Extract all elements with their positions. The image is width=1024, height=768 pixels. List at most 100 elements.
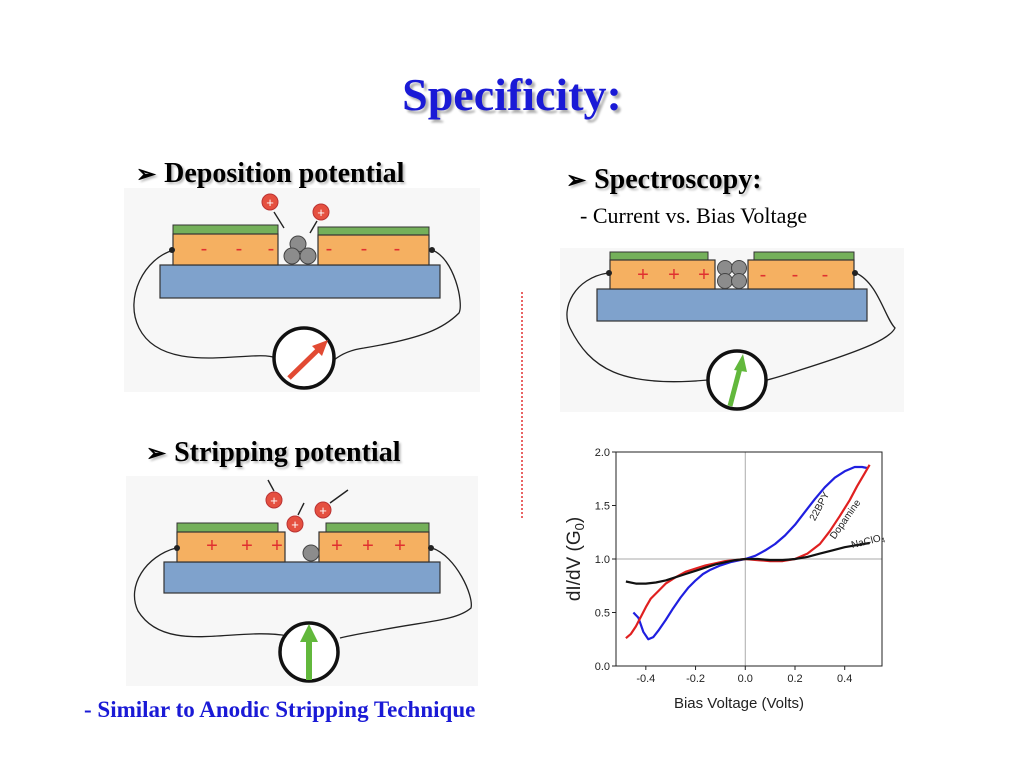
y-tick-label: 0.5 [595, 608, 610, 620]
arrow-bullet-icon: ➢ [146, 441, 167, 467]
ion-charge: + [270, 493, 278, 508]
charge-label: + [637, 264, 649, 286]
gauge-needle-head [734, 354, 747, 372]
gauge-needle [287, 344, 324, 380]
x-tick-label: -0.4 [636, 673, 655, 685]
left-electrode-top [176, 522, 279, 533]
charge-label: - [394, 238, 401, 260]
circuit-wire [766, 272, 896, 381]
metal-atom [283, 247, 301, 265]
terminal-dot [852, 270, 858, 276]
charge-label: + [241, 535, 253, 557]
x-axis-label: Bias Voltage (Volts) [674, 695, 804, 712]
charge-label: - [268, 238, 275, 260]
footer-note: - Similar to Anodic Stripping Technique [84, 697, 476, 722]
deposition-diagram: - - - - - - + + [124, 188, 480, 392]
gauge-needle-head [300, 624, 318, 642]
metal-atom [299, 247, 317, 265]
ion-motion-arrow [309, 220, 318, 234]
spectroscopy-subtitle: - Current vs. Bias Voltage [580, 203, 808, 228]
metal-atom [302, 544, 320, 562]
ion-charge: + [291, 517, 299, 532]
y-tick-label: 1.5 [595, 501, 610, 513]
slide-title: Specificity: [402, 69, 622, 120]
right-electrode-top [325, 522, 430, 533]
substrate [163, 561, 441, 594]
deposition-heading: ➢ Deposition potential [136, 160, 404, 188]
ion-motion-arrow [273, 211, 285, 229]
series-label: Dopamine [828, 497, 863, 541]
ion [312, 203, 330, 221]
charge-label: + [668, 264, 680, 286]
stripping-heading: ➢ Stripping potential [146, 439, 401, 467]
metal-atom [717, 273, 733, 289]
stripping-heading-text: Stripping potential [174, 437, 401, 468]
series-line-2 [625, 541, 870, 585]
charge-label: - [822, 264, 829, 286]
right-electrode [318, 531, 430, 563]
terminal-dot [174, 545, 180, 551]
metal-atom [731, 273, 747, 289]
arrow-bullet-icon: ➢ [136, 162, 157, 188]
deposition-heading-text: Deposition potential [164, 158, 405, 189]
terminal-dot [429, 247, 435, 253]
charge-label: + [394, 535, 406, 557]
terminal-dot [169, 247, 175, 253]
left-electrode-top [609, 251, 709, 261]
charge-label: + [271, 535, 283, 557]
y-tick-label: 2.0 [595, 447, 610, 459]
gauge-needle [727, 367, 743, 407]
x-tick-label: 0.4 [837, 673, 852, 685]
series-label: NaClO4 [850, 532, 886, 552]
ion-charge: + [317, 205, 325, 220]
substrate [596, 288, 868, 322]
spectroscopy-heading-text: Spectroscopy: [594, 164, 762, 195]
spectroscopy-diagram: + + + - - - [560, 248, 904, 412]
terminal-dot [428, 545, 434, 551]
left-electrode-top [172, 224, 279, 235]
substrate [159, 264, 441, 299]
circuit-wire [133, 547, 289, 638]
x-tick-label: 0.0 [738, 673, 753, 685]
arrow-bullet-icon: ➢ [566, 168, 587, 194]
right-electrode [317, 234, 430, 266]
ion [261, 193, 279, 211]
series-line-0 [632, 465, 868, 641]
stripping-diagram: + + + + + + + + + [126, 476, 478, 686]
left-electrode [609, 259, 716, 290]
ion-charge: + [266, 195, 274, 210]
ion [314, 501, 332, 519]
spectroscopy-heading: ➢ Spectroscopy: [566, 166, 762, 194]
left-electrode [172, 233, 279, 266]
circuit-wire [566, 272, 709, 383]
charge-label: - [361, 238, 368, 260]
ion-motion-arrow [297, 502, 305, 516]
series-line-1 [625, 464, 871, 640]
ion [265, 491, 283, 509]
ion-charge: + [319, 503, 327, 518]
y-tick-label: 1.0 [595, 554, 610, 566]
right-electrode-top [317, 226, 430, 236]
right-electrode-top [753, 251, 855, 261]
terminal-dot [606, 270, 612, 276]
ion-motion-arrow [329, 489, 349, 504]
right-electrode [747, 259, 855, 290]
circuit-wire [339, 547, 472, 639]
gauge-needle-head [312, 340, 328, 356]
series-label: 22BPY [808, 490, 832, 523]
charge-label: - [760, 264, 767, 286]
charge-label: - [792, 264, 799, 286]
charge-label: + [362, 535, 374, 557]
circuit-wire [333, 249, 461, 361]
x-tick-label: -0.2 [686, 673, 705, 685]
y-axis-label: dI/dV (G0) [564, 517, 587, 601]
ammeter-gauge [272, 326, 336, 390]
charge-label: + [206, 535, 218, 557]
dotted-divider [521, 292, 523, 518]
charge-label: + [331, 535, 343, 557]
ion [286, 515, 304, 533]
ion-motion-arrow [267, 479, 275, 492]
circuit-wire [133, 249, 277, 359]
left-electrode [176, 531, 286, 563]
